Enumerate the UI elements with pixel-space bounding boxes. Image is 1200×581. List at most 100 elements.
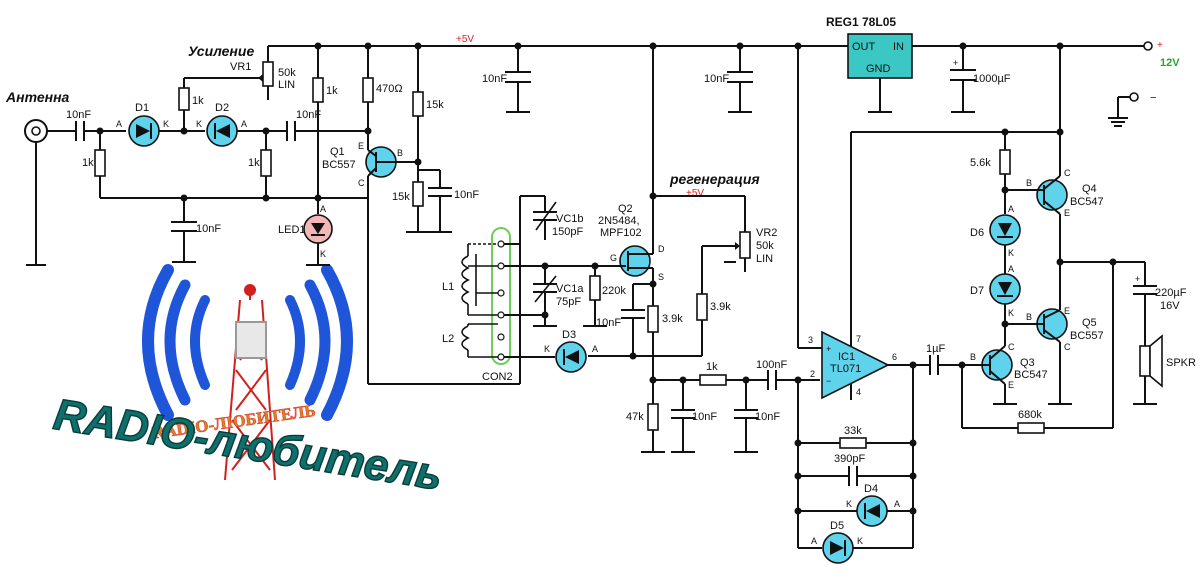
label-5v-top: +5V xyxy=(456,34,474,45)
r680k-value: 680k xyxy=(1018,409,1042,421)
svg-text:+: + xyxy=(1135,274,1140,284)
resistor-r-led: 1k xyxy=(312,46,338,202)
r33k-value: 33k xyxy=(844,425,862,437)
coil-l2: L2 xyxy=(442,323,498,358)
capacitor-c-f2: 10nF xyxy=(734,380,780,453)
q3-type: BC547 xyxy=(1014,369,1048,381)
resistor-r47k: 47k xyxy=(626,380,665,453)
svg-text:A: A xyxy=(241,119,247,129)
capacitor-c-f1: 10nF xyxy=(671,380,717,453)
svg-text:E: E xyxy=(1008,380,1014,390)
diode-d2: D2 K A xyxy=(196,102,287,147)
capacitor-c-d2: 10nF xyxy=(286,109,372,141)
coil-l1: L1 xyxy=(442,243,498,316)
svg-text:A: A xyxy=(1008,264,1014,274)
potentiometer-vr1[interactable]: Усиление VR1 50k LIN xyxy=(188,43,296,100)
c-gnd1-value: 10nF xyxy=(196,223,221,235)
variable-capacitor-vc1b[interactable]: VC1b 150pF xyxy=(519,195,584,244)
vc1a-label: VC1a xyxy=(556,283,584,295)
regen-label: регенерация xyxy=(669,171,760,187)
q1-label: Q1 xyxy=(330,146,345,158)
antenna-label: Антенна xyxy=(5,89,70,105)
diode-d7: D7 A K xyxy=(970,264,1036,346)
reg1-out: OUT xyxy=(852,41,876,53)
resistor-r39-b: 3.9k xyxy=(588,293,731,357)
speaker-icon: SPKR xyxy=(1133,334,1196,405)
vc1b-label: VC1b xyxy=(556,213,584,225)
pin4: 4 xyxy=(856,387,861,397)
audio-filter: 1k 100nF xyxy=(649,359,820,390)
svg-text:E: E xyxy=(358,141,364,151)
d5-label: D5 xyxy=(830,520,844,532)
c220u-value: 220µF xyxy=(1155,287,1187,299)
svg-text:K: K xyxy=(846,499,852,509)
l1-label: L1 xyxy=(442,281,454,293)
feedback-network: 33k 390pF xyxy=(794,365,917,548)
diode-d6: D6 A K xyxy=(970,204,1021,274)
label-12v: 12V xyxy=(1160,57,1180,69)
svg-text:A: A xyxy=(116,119,122,129)
r-vr1-value: 1k xyxy=(192,95,204,107)
antenna-input: Антенна 10nF xyxy=(5,89,126,266)
reg1-label: REG1 78L05 xyxy=(826,15,896,29)
r15k-b-value: 15k xyxy=(392,191,410,203)
r1k-f-value: 1k xyxy=(706,361,718,373)
svg-text:−: − xyxy=(826,376,831,386)
c-f2-value: 10nF xyxy=(755,411,780,423)
reg1-gnd: GND xyxy=(866,63,891,75)
pin7: 7 xyxy=(856,334,861,344)
resistor-r15k-b: 15k xyxy=(392,162,430,233)
con2-label: CON2 xyxy=(482,371,513,383)
vr2-lin: LIN xyxy=(756,253,773,265)
q4-label: Q4 xyxy=(1082,183,1097,195)
svg-text:C: C xyxy=(358,178,365,188)
capacitor-c-q1: 10nF xyxy=(418,169,479,233)
svg-text:K: K xyxy=(163,119,169,129)
q2-label: Q2 xyxy=(618,203,633,215)
svg-text:A: A xyxy=(811,536,817,546)
d4-label: D4 xyxy=(864,483,878,495)
resistor-r-vr1: 1k xyxy=(178,77,260,131)
transistor-q3: B C E Q3 BC547 xyxy=(970,342,1048,405)
capacitor-1000uf: + 1000µF xyxy=(950,46,1011,113)
d6-label: D6 xyxy=(970,227,984,239)
vr1-lin: LIN xyxy=(278,79,295,91)
capacitor-c-gate: 10nF xyxy=(596,283,653,360)
rail-5v: +5V xyxy=(268,34,1145,50)
transistor-q5: B E C Q5 BC557 xyxy=(1026,306,1104,405)
svg-text:K: K xyxy=(320,249,326,259)
radio-waves-icon xyxy=(142,264,353,421)
q3-label: Q3 xyxy=(1020,357,1035,369)
q4-type: BC547 xyxy=(1070,196,1104,208)
svg-text:K: K xyxy=(1008,308,1014,318)
q1-type: BC557 xyxy=(322,159,356,171)
capacitor-c1u: 1µF xyxy=(926,343,980,375)
svg-text:G: G xyxy=(610,253,617,263)
c-f1-value: 10nF xyxy=(692,411,717,423)
diode-d3: D3 K A xyxy=(520,329,598,373)
label-minus: − xyxy=(1150,92,1156,104)
r56k-value: 5.6k xyxy=(970,157,991,169)
c-gate-value: 10nF xyxy=(596,317,621,329)
potentiometer-vr2[interactable]: VR2 50k LIN xyxy=(653,195,777,294)
transistor-q4: B C E Q4 BC547 xyxy=(1026,46,1145,310)
r47k-value: 47k xyxy=(626,411,644,423)
capacitor-top-2: 10nF xyxy=(704,46,753,113)
c-d2-value: 10nF xyxy=(296,109,321,121)
q2-type2: MPF102 xyxy=(600,227,642,239)
d1-label: D1 xyxy=(135,102,149,114)
vr1-value: 50k xyxy=(278,67,296,79)
c1000-value: 1000µF xyxy=(973,73,1011,85)
svg-text:C: C xyxy=(1008,342,1015,352)
resistor-r39-a: 3.9k xyxy=(647,284,683,380)
variable-capacitor-vc1a[interactable]: VC1a 75pF xyxy=(533,266,584,327)
diode-d4: D4 K A xyxy=(798,483,913,527)
r470-value: 470Ω xyxy=(376,83,403,95)
diode-d1: D1 A K xyxy=(116,102,205,147)
reg1-in: IN xyxy=(893,41,904,53)
logo-big-text: RADIO-любитель xyxy=(50,390,445,500)
svg-text:B: B xyxy=(1026,178,1032,188)
svg-text:C: C xyxy=(1064,168,1071,178)
svg-text:S: S xyxy=(658,272,664,282)
label-plus: + xyxy=(1157,40,1163,51)
